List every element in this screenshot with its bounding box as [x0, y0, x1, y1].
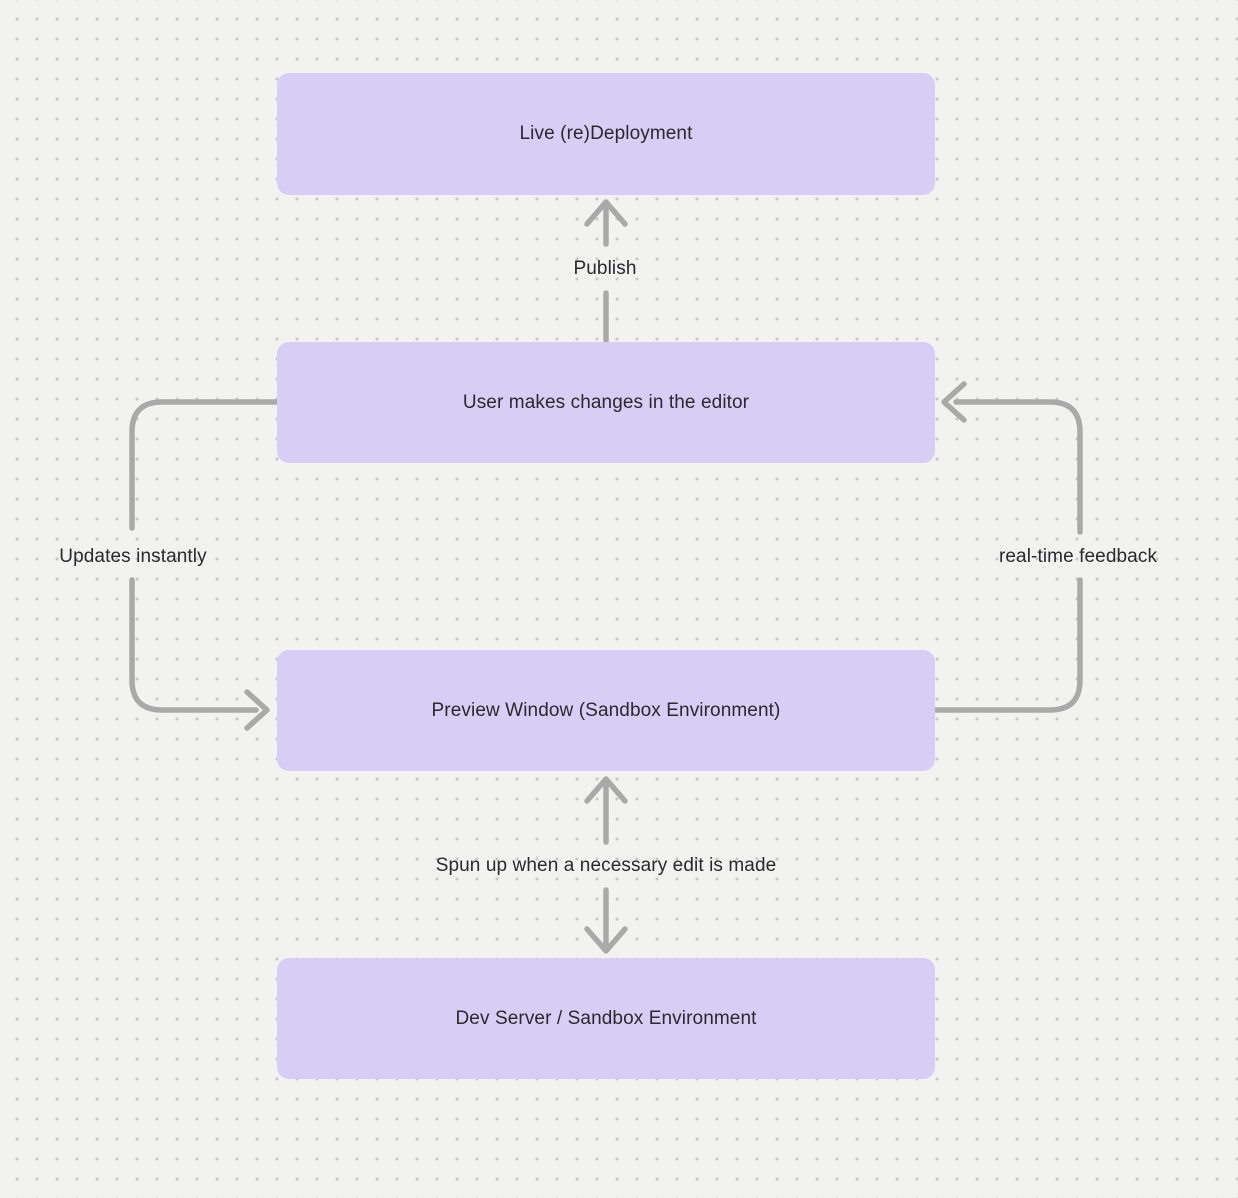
arrowhead-left-icon [941, 381, 967, 423]
node-label: User makes changes in the editor [462, 391, 750, 413]
node-preview-window: Preview Window (Sandbox Environment) [277, 650, 935, 771]
edge-updates-top-segment [129, 399, 280, 531]
edge-label-real-time-feedback: real-time feedback [998, 546, 1158, 567]
node-label: Dev Server / Sandbox Environment [455, 1007, 757, 1029]
arrowhead-up-icon [584, 199, 628, 227]
node-label: Preview Window (Sandbox Environment) [431, 699, 781, 721]
edge-feedback-bottom-segment [932, 577, 1083, 713]
node-dev-server: Dev Server / Sandbox Environment [277, 958, 935, 1079]
edge-label-spun-up: Spun up when a necessary edit is made [435, 855, 777, 876]
arrowhead-down-icon [584, 926, 628, 954]
edge-updates-bottom-segment [129, 577, 259, 713]
arrowhead-right-icon [244, 689, 270, 731]
edge-label-publish: Publish [573, 258, 637, 279]
edge-label-updates-instantly: Updates instantly [59, 546, 207, 567]
arrowhead-up-icon [584, 776, 628, 804]
node-live-redeployment: Live (re)Deployment [277, 73, 935, 195]
node-label: Live (re)Deployment [519, 123, 693, 144]
edge-feedback-top-segment [953, 399, 1083, 535]
node-user-editor: User makes changes in the editor [277, 342, 935, 463]
